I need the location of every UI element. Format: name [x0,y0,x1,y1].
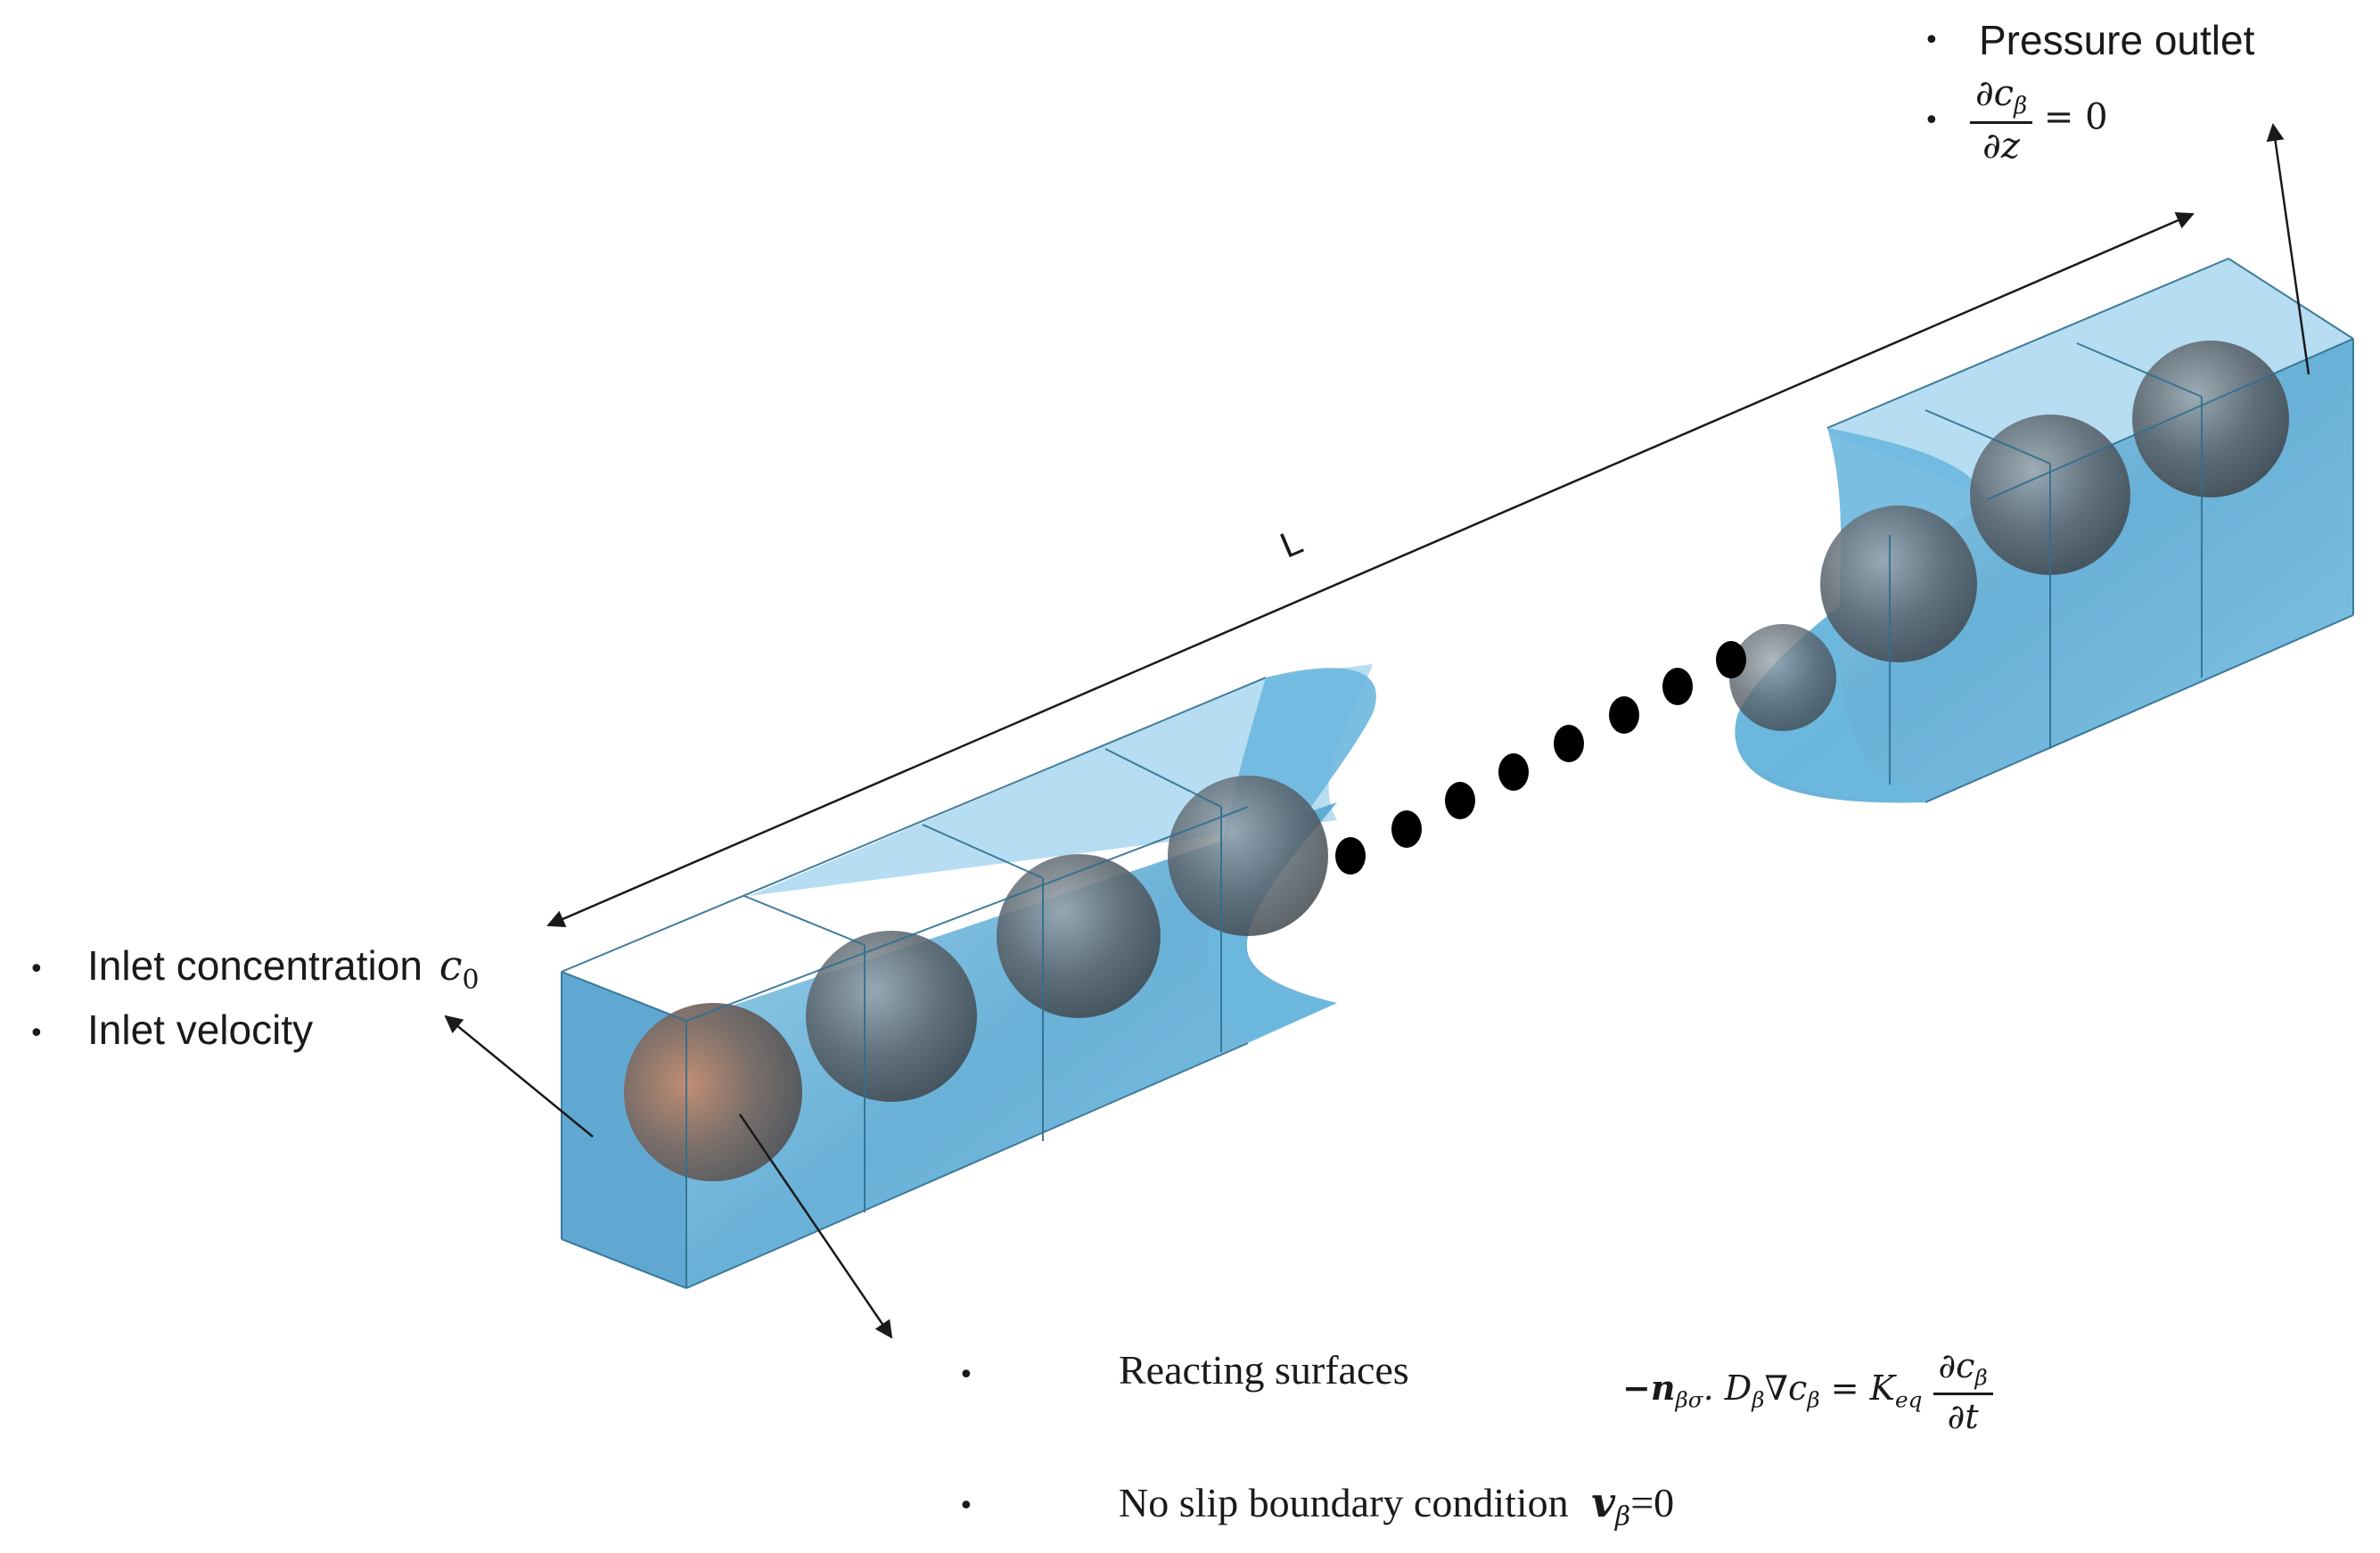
sphere-8 [2132,341,2289,497]
reacting-equation: −nβσ. Dβ∇cβ = Keq ∂cβ ∂t [1622,1346,1993,1436]
surface-pointer-arrow [738,1113,893,1339]
sphere-2 [806,931,977,1102]
right-channel-segment [1729,258,2354,803]
pressure-outlet-label: Pressure outlet [1979,17,2255,63]
left-channel-segment [561,664,1376,1289]
outlet-condition: ∂cβ ∂z = 0 [1970,73,2108,167]
sphere-1 [624,1003,802,1181]
sphere-3 [997,854,1161,1018]
bullet-reacting: • [958,1360,974,1391]
inlet-pointer-arrow [444,1015,594,1138]
bullet-pressure-outlet: • [1924,25,1940,56]
bullet-no-slip: • [958,1491,974,1522]
length-arrow [546,211,2195,928]
bullet-inlet-velocity: • [29,1018,45,1049]
inlet-concentration-label: Inlet concentration c0 [87,941,480,997]
sphere-5 [1729,624,1836,731]
inlet-velocity-label: Inlet velocity [87,1007,314,1053]
bullet-outlet-cond: • [1924,105,1940,136]
continuation-dots [1335,641,1746,875]
no-slip-label: No slip boundary condition vβ=0 [1119,1478,1675,1533]
sphere-6 [1820,505,1977,662]
outlet-pointer-arrow [2266,123,2310,375]
bullet-inlet-conc: • [29,954,45,985]
sphere-4 [1168,776,1328,936]
reacting-surfaces-label: Reacting surfaces [1119,1347,1409,1393]
